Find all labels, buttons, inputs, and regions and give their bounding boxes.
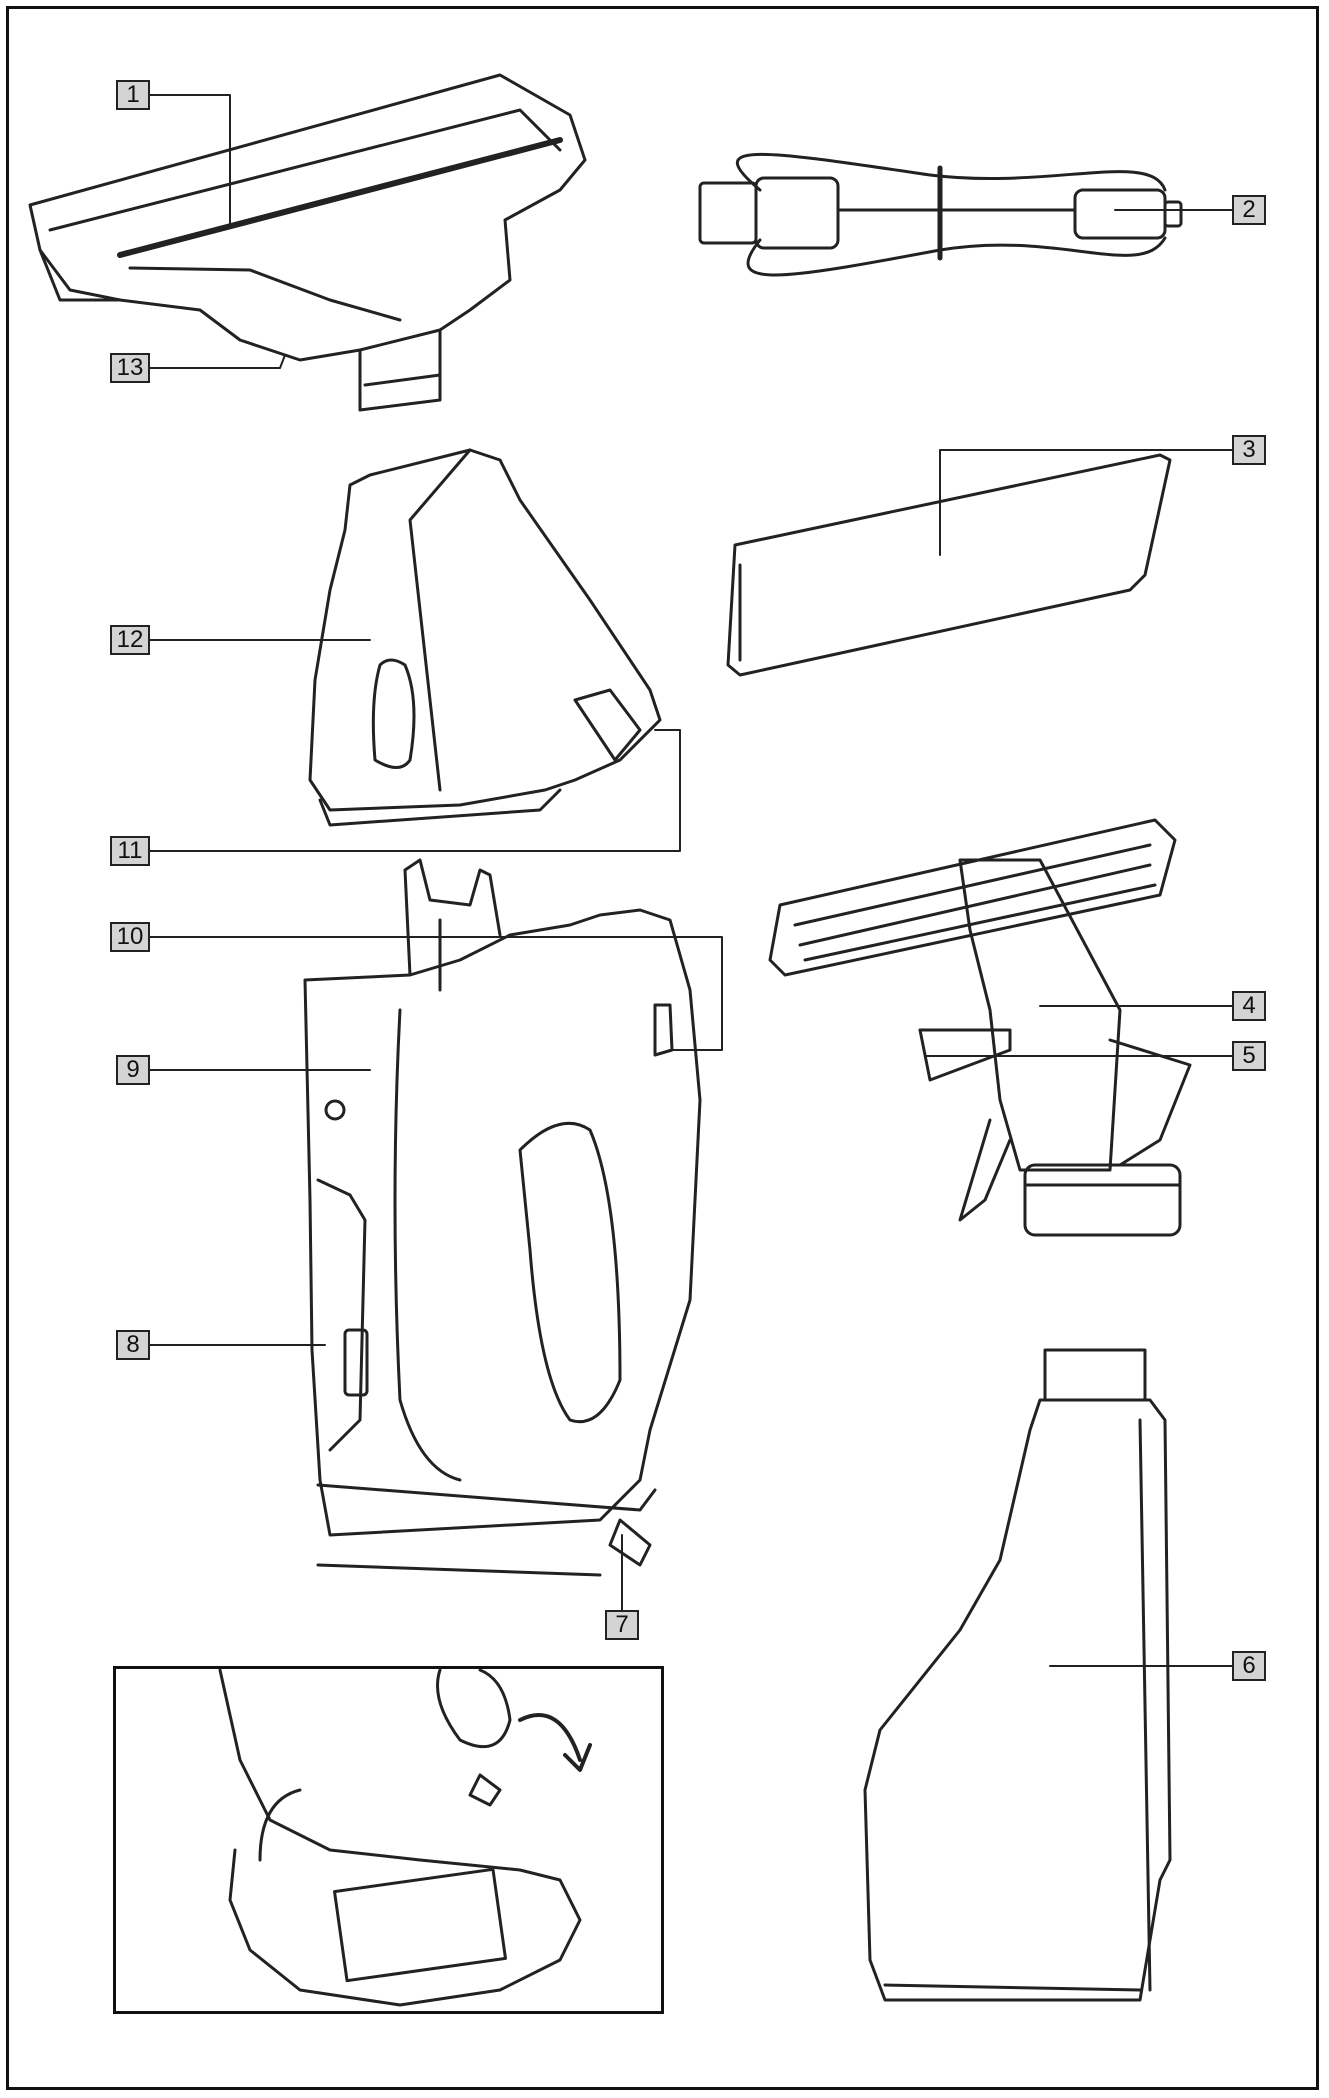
main-body: [303, 858, 702, 1577]
callout-13: 13: [110, 353, 150, 383]
callout-leader-lines: [147, 94, 1233, 1667]
squeegee-head: [28, 73, 587, 412]
callout-7: 7: [605, 1610, 639, 1640]
callout-9: 9: [116, 1055, 150, 1085]
callout-2: 2: [1232, 195, 1266, 225]
spray-applicator: [768, 818, 1192, 1237]
detergent-bottle: [863, 1348, 1172, 2002]
callout-8: 8: [116, 1330, 150, 1360]
callout-11: 11: [110, 836, 150, 866]
figure-frame: [6, 6, 1319, 2090]
callout-12: 12: [110, 625, 150, 655]
inset-detail-frame: [113, 1666, 664, 2014]
callout-6: 6: [1232, 1651, 1266, 1681]
callout-5: 5: [1232, 1041, 1266, 1071]
callout-3: 3: [1232, 435, 1266, 465]
cleaning-pad: [726, 453, 1172, 677]
callout-4: 4: [1232, 991, 1266, 1021]
tank-cover: [308, 448, 662, 827]
callout-1: 1: [116, 80, 150, 110]
usb-cable: [698, 152, 1183, 277]
inset-detail-drawing: [218, 1668, 592, 2007]
callout-10: 10: [110, 922, 150, 952]
